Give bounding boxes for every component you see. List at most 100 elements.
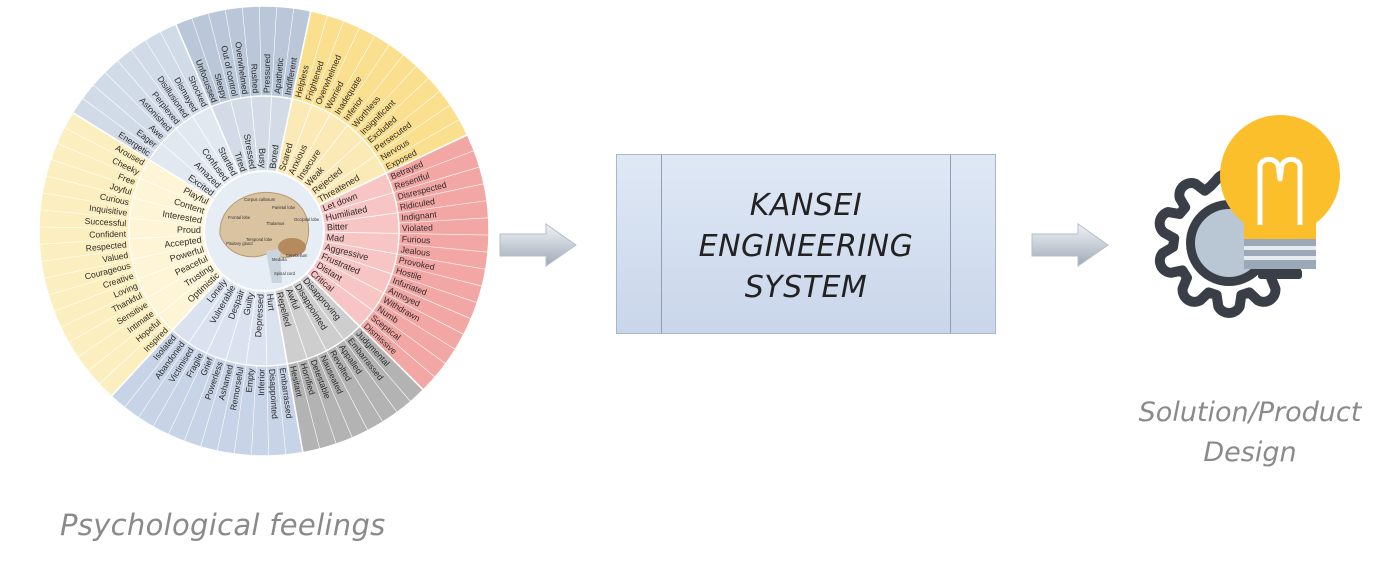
brain-label: Corpus callosum [244, 197, 276, 202]
brain-label: Cerebellum [286, 253, 308, 258]
wheel-divider [398, 233, 489, 236]
wheel-label: Pressured [261, 54, 272, 94]
wheel-divider [200, 360, 227, 447]
wheel-sector-outer [287, 326, 424, 453]
wheel-divider [311, 20, 345, 105]
wheel-label: Depressed [253, 294, 265, 338]
wheel-sector-inner [149, 106, 241, 200]
wheel-divider [271, 6, 277, 97]
wheel-sector-inner [274, 273, 360, 364]
brain-label: Parietal lobe [272, 205, 296, 210]
solution-product-design-caption: Solution/Product Design [1110, 393, 1390, 473]
wheel-divider [41, 248, 131, 262]
wheel-divider [39, 238, 130, 245]
wheel-divider [159, 31, 202, 112]
brain-label: Thalamus [266, 221, 284, 226]
wheel-divider [299, 279, 345, 341]
wheel-divider [191, 17, 221, 104]
wheel-label: Proud [177, 225, 201, 235]
wheel-label: Respected [85, 239, 127, 253]
brain-label: Medulla [272, 257, 287, 262]
wheel-divider [347, 54, 404, 126]
wheel-label: Valued [101, 250, 129, 264]
wheel-divider [39, 209, 130, 219]
wheel-divider [45, 175, 134, 199]
wheel-divider [378, 301, 456, 350]
wheel-divider [146, 260, 213, 299]
wheel-divider [372, 310, 446, 364]
wheel-divider [281, 7, 295, 98]
wheel-divider [312, 266, 374, 311]
wheel-divider [394, 263, 483, 287]
wheel-sector-inner [210, 96, 293, 176]
wheel-divider [391, 273, 478, 303]
wheel-divider [192, 116, 233, 181]
kansei-line-2: ENGINEERING [698, 229, 914, 264]
wheel-divider [305, 272, 424, 391]
design-icon [1154, 115, 1340, 318]
wheel-divider [275, 10, 312, 173]
wheel-divider [224, 9, 241, 99]
wheel-divider [39, 226, 130, 229]
caption-right-line-1: Solution/Product [1138, 397, 1362, 428]
wheel-divider [161, 142, 219, 193]
wheel-divider [117, 60, 177, 129]
wheel-divider [168, 353, 207, 435]
wheel-divider [131, 243, 206, 260]
wheel-divider [138, 342, 189, 418]
wheel-divider [369, 90, 441, 148]
brain-label: Pituitary gland [226, 241, 253, 246]
wheel-label: Inferior [256, 369, 266, 396]
wheel-divider [388, 283, 472, 320]
wheel-divider [68, 297, 147, 343]
wheel-divider [297, 361, 321, 450]
wheel-divider [395, 183, 485, 203]
wheel-label: Violated [402, 223, 433, 234]
right-arrow-icon [499, 223, 577, 267]
wheel-label: Busy [257, 148, 267, 169]
wheel-divider [301, 15, 328, 102]
wheel-divider [92, 84, 162, 144]
wheel-divider [398, 217, 489, 224]
wheel-divider [175, 128, 226, 186]
wheel-divider [264, 290, 268, 366]
wheel-divider [124, 336, 181, 408]
lightbulb-icon [1220, 115, 1340, 279]
wheel-divider [216, 362, 237, 452]
wheel-divider [152, 348, 198, 427]
wheel-divider [339, 44, 390, 120]
wheel-divider [366, 318, 436, 378]
wheel-divider [362, 77, 430, 140]
wheel-sector-outer [292, 10, 468, 174]
brain-label: Occipital lobe [294, 217, 320, 222]
wheel-divider [381, 119, 460, 165]
wheel-divider [104, 71, 169, 136]
kansei-title: KANSEI ENGINEERING SYSTEM [663, 185, 949, 308]
wheel-label: Apathetic [272, 57, 285, 94]
wheel-divider [300, 124, 349, 185]
wheel-divider [323, 212, 398, 224]
right-arrow-icon [1031, 223, 1109, 267]
wheel-divider [320, 249, 393, 275]
wheel-label: Bored [268, 144, 281, 169]
wheel-label: Rushed [249, 63, 261, 93]
wheel-divider [129, 234, 205, 240]
wheel-divider [129, 217, 205, 226]
wheel-divider [266, 365, 269, 456]
box-divider-right [950, 155, 951, 333]
wheel-divider [282, 287, 308, 359]
wheel-divider [293, 113, 331, 180]
wheel-divider [130, 49, 185, 123]
wheel-divider [137, 252, 209, 280]
wheel-divider [98, 322, 166, 385]
wheel-divider [307, 138, 364, 191]
wheel-divider [206, 285, 239, 354]
wheel-ring [128, 95, 400, 367]
kansei-engineering-box: KANSEI ENGINEERING SYSTEM [616, 154, 996, 334]
wheel-divider [241, 7, 252, 97]
wheel-label: Furious [402, 234, 431, 246]
wheel-divider [230, 100, 250, 173]
wheel-divider [87, 314, 159, 372]
wheel-divider [250, 96, 259, 172]
